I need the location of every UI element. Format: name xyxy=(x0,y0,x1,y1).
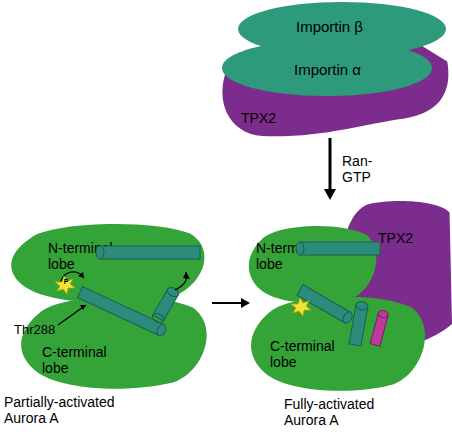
node-text: N-terminal lobe xyxy=(48,240,122,272)
reaction-arrow xyxy=(212,298,250,308)
node-fill xyxy=(336,201,452,355)
residue-label: Thr288 xyxy=(14,322,74,337)
lobe-shape: N-terminal lobe xyxy=(248,224,380,304)
node-text: Importin α xyxy=(294,62,394,78)
node-text: C-terminal lobe xyxy=(42,344,116,376)
node-fill xyxy=(251,296,425,390)
phosphate-label: P xyxy=(60,277,72,286)
node-fill xyxy=(238,2,446,56)
node-outline xyxy=(10,222,210,304)
node-fill xyxy=(11,224,204,303)
node-text: C-terminal lobe xyxy=(270,338,344,370)
arrow-head xyxy=(241,298,250,308)
state-caption: Fully-activated Aurora A xyxy=(284,396,396,428)
node-fill xyxy=(249,226,377,303)
node-text: N-terminal lobe xyxy=(256,240,330,272)
reaction-arrow xyxy=(324,138,336,200)
node-fill xyxy=(222,44,448,136)
protein-ellipse: Importin β xyxy=(238,2,446,56)
node-text: TPX2 xyxy=(378,230,438,246)
state-caption: Partially-activated Aurora A xyxy=(4,394,134,426)
node-fill xyxy=(222,40,432,96)
lobe-shape: N-terminal lobe xyxy=(10,222,210,304)
arrow-head xyxy=(324,189,336,200)
node-text: Importin β xyxy=(296,19,396,35)
edge-label: Ran-GTP xyxy=(342,153,378,185)
lobe-shape: C-terminal lobe xyxy=(20,294,212,390)
arrow-line xyxy=(212,302,243,304)
node-fill xyxy=(21,296,207,388)
lobe-shape: C-terminal lobe xyxy=(250,294,430,392)
arrow-line xyxy=(329,138,332,191)
node-text: TPX2 xyxy=(241,110,301,126)
